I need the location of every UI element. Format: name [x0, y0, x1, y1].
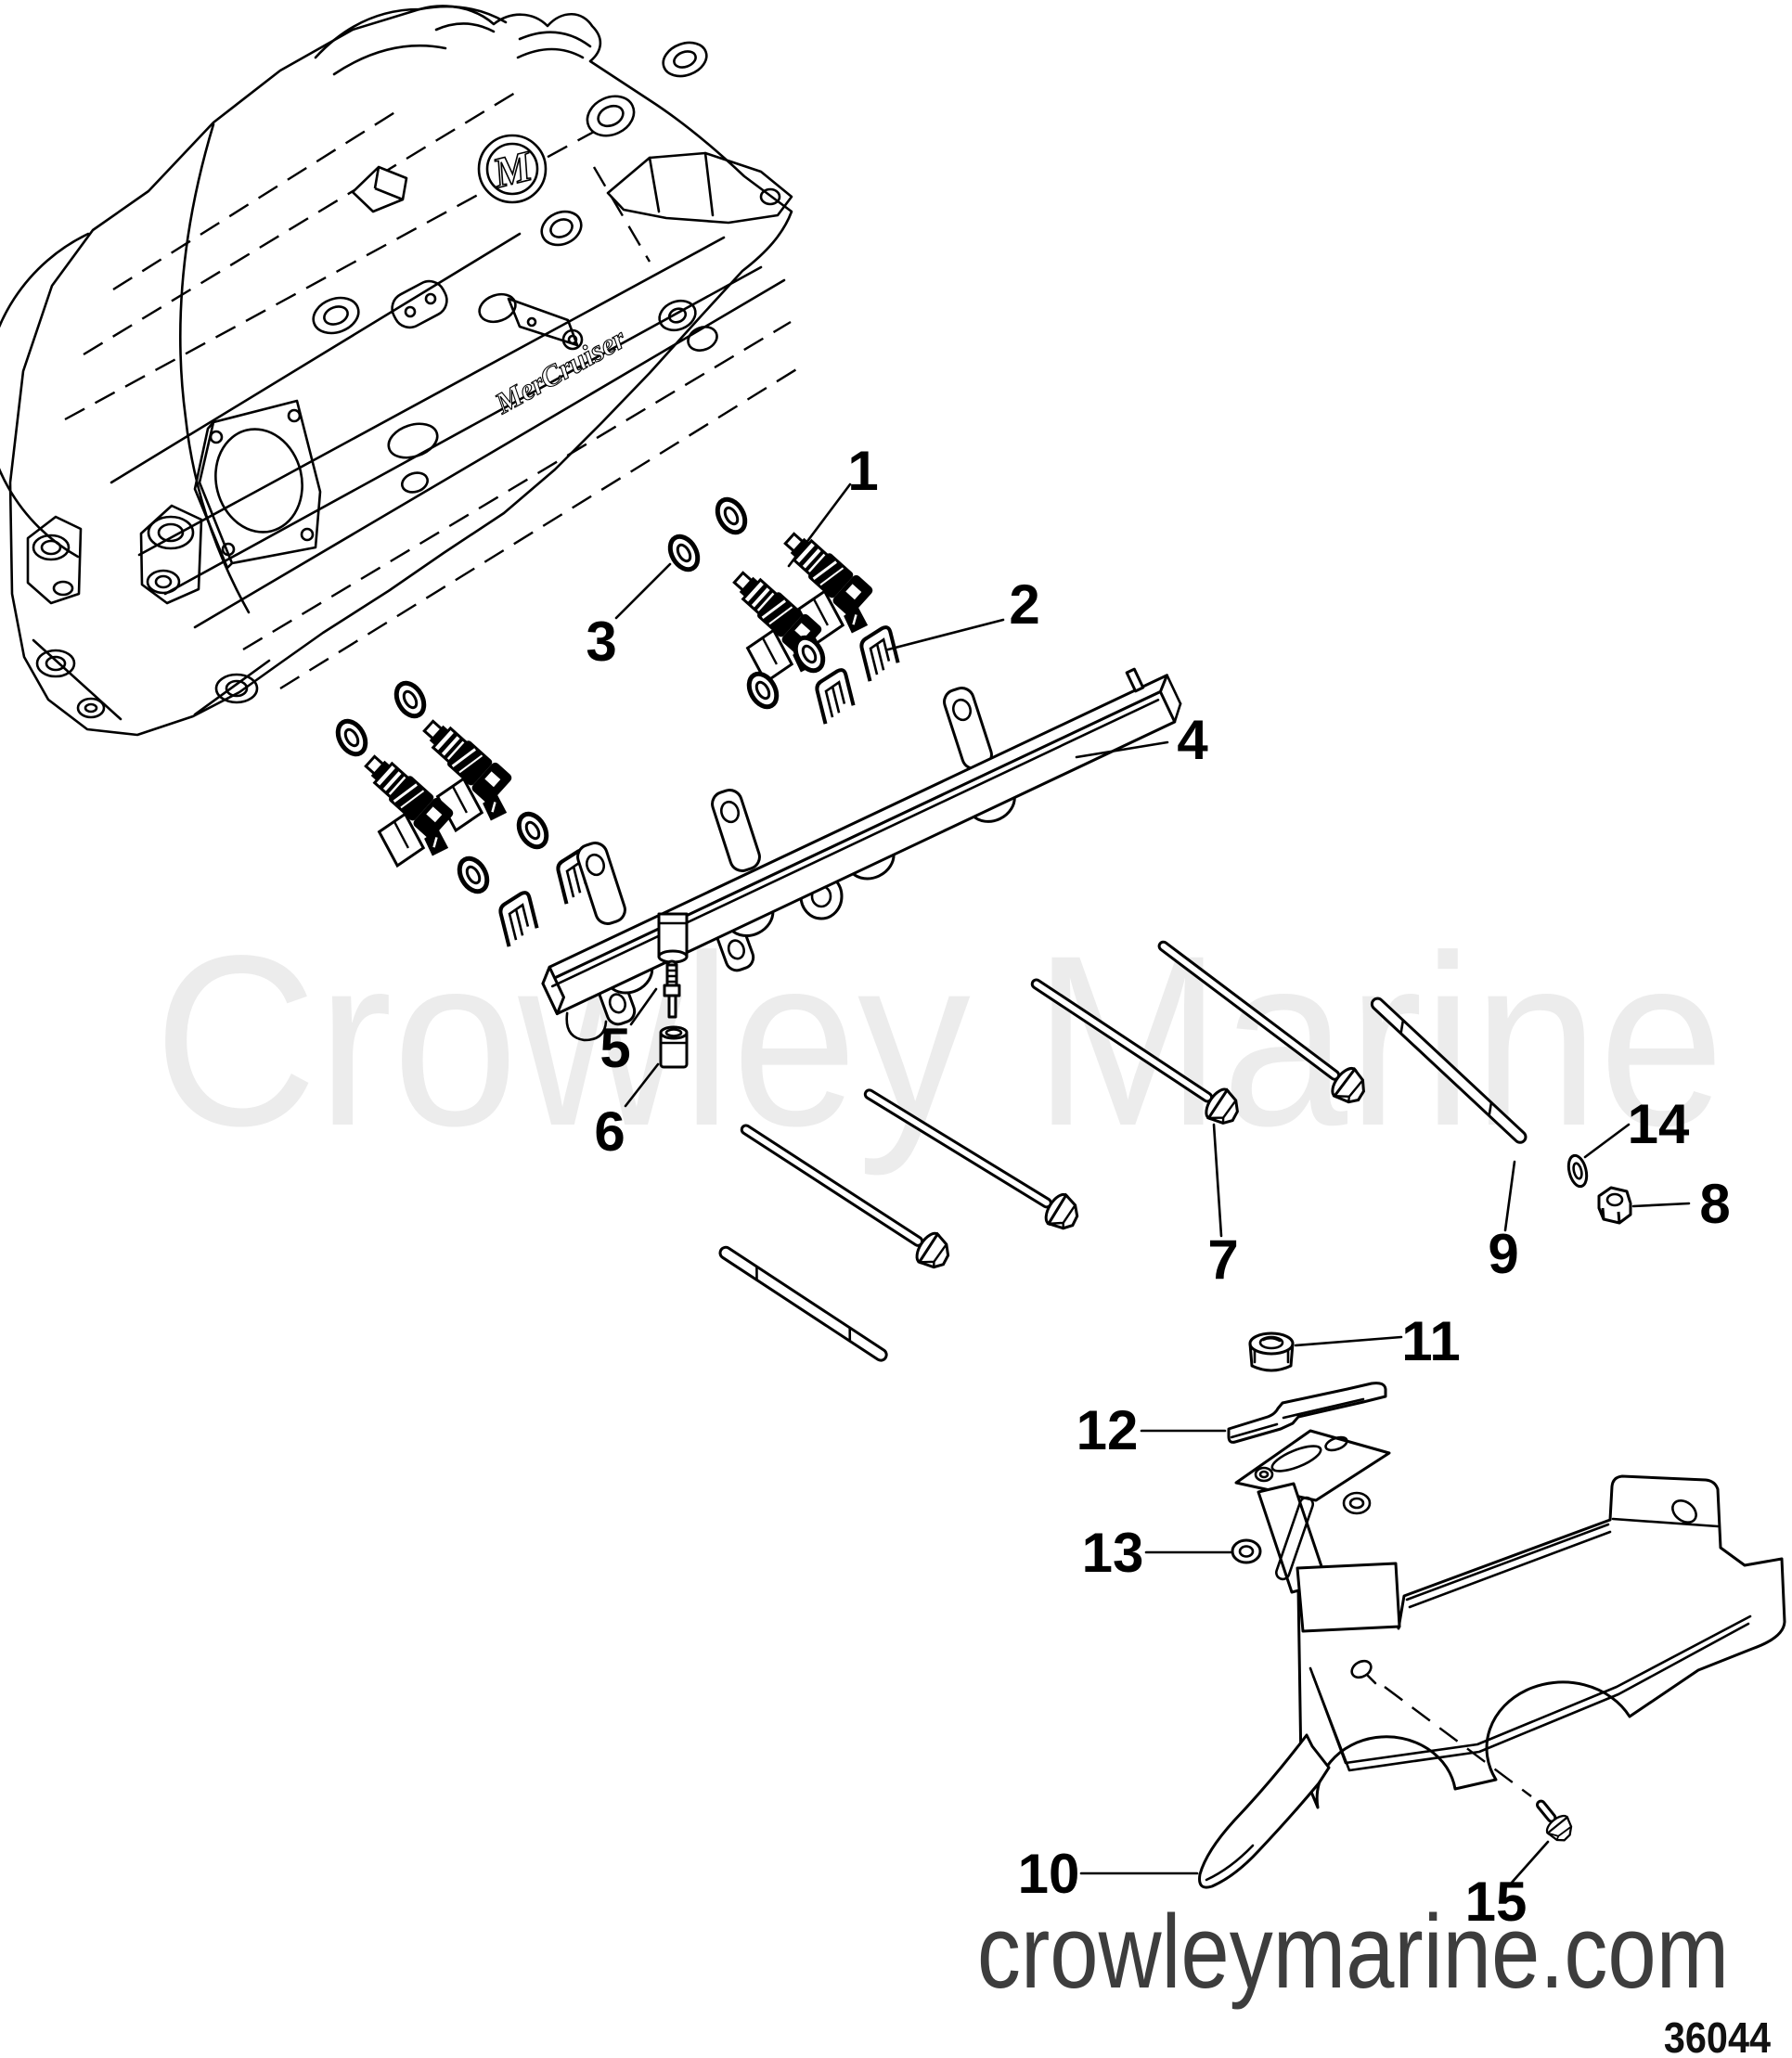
throttle-flange [193, 399, 322, 570]
flange-bolt-icon [863, 1088, 1086, 1237]
watermark-site-text: crowleymarine.com [977, 1893, 1729, 2010]
o-ring-icon [454, 854, 493, 896]
stud-icon [1370, 997, 1528, 1144]
mercruiser-script-label: MerCruiser [488, 321, 631, 420]
retainer-plate [1227, 1382, 1387, 1444]
callout-6: 6 [594, 1100, 625, 1163]
o-ring-icon [332, 716, 371, 759]
callout-3: 3 [586, 611, 616, 673]
manifold-feet [26, 504, 271, 721]
retainer-clip-icon [811, 667, 858, 727]
valve-cap [659, 1025, 689, 1069]
rail-ear-tab [707, 785, 765, 876]
callout-9: 9 [1488, 1223, 1518, 1285]
bracket-assembly [1198, 1331, 1786, 1889]
engine-manifold-sketch: M MerCruiser [0, 5, 806, 737]
callout-8: 8 [1699, 1173, 1730, 1235]
callout-11: 11 [1401, 1310, 1460, 1372]
fuel-rail [541, 667, 1182, 1042]
callout-13: 13 [1082, 1522, 1144, 1584]
callouts: 1 2 3 4 5 6 7 8 9 10 11 12 13 14 15 [586, 440, 1730, 1933]
locknut-icon [1248, 1331, 1295, 1372]
mounting-bracket [1198, 1429, 1786, 1889]
o-ring-icon [513, 809, 552, 852]
callout-4: 4 [1177, 709, 1208, 771]
leader-lines [614, 482, 1691, 1885]
injector-group-right [664, 495, 903, 727]
studs [718, 997, 1528, 1362]
callout-12: 12 [1076, 1399, 1139, 1461]
o-ring-icon [391, 678, 430, 721]
o-ring-small-icon [1231, 1538, 1262, 1564]
hex-nut-icon [1597, 1186, 1632, 1225]
fuel-injector-icon [329, 746, 471, 885]
o-ring-icon [712, 495, 751, 537]
stud-icon [718, 1245, 888, 1362]
rail-ear-tab [939, 683, 997, 774]
callout-14: 14 [1628, 1093, 1690, 1155]
callout-7: 7 [1207, 1228, 1238, 1291]
flange-bolt-icon [740, 1124, 958, 1276]
fuel-pressure-port [657, 912, 689, 964]
washer-icon [1566, 1153, 1589, 1189]
mercury-logo-icon: M [477, 134, 548, 204]
small-bolt-icon [1536, 1799, 1579, 1847]
o-ring-icon [664, 532, 703, 574]
callout-1: 1 [847, 440, 878, 502]
retainer-clip-icon [856, 624, 903, 684]
schrader-valve [663, 959, 681, 1019]
flange-bolt-icon [1030, 978, 1246, 1132]
flange-bolt-icon [1157, 940, 1373, 1111]
callout-5: 5 [599, 1017, 630, 1079]
callout-15: 15 [1465, 1871, 1528, 1933]
callout-10: 10 [1018, 1843, 1080, 1905]
mounting-bolts [740, 940, 1373, 1276]
callout-2: 2 [1009, 573, 1039, 636]
drawing-number: 36044 [1664, 2014, 1772, 2058]
